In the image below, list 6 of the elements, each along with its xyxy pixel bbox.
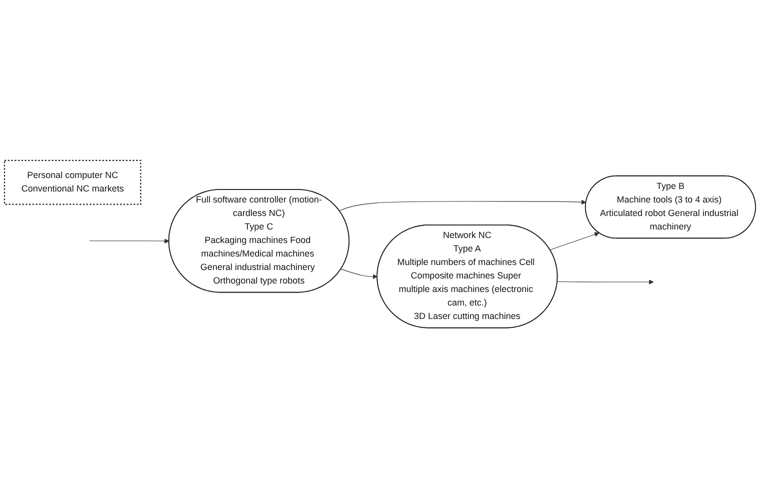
arrow xyxy=(340,268,378,279)
arrow xyxy=(89,238,170,244)
arrow xyxy=(339,200,586,211)
arrow xyxy=(550,232,600,250)
node-box: Personal computer NC Conventional NC markets xyxy=(4,160,142,205)
arrow xyxy=(557,279,654,284)
